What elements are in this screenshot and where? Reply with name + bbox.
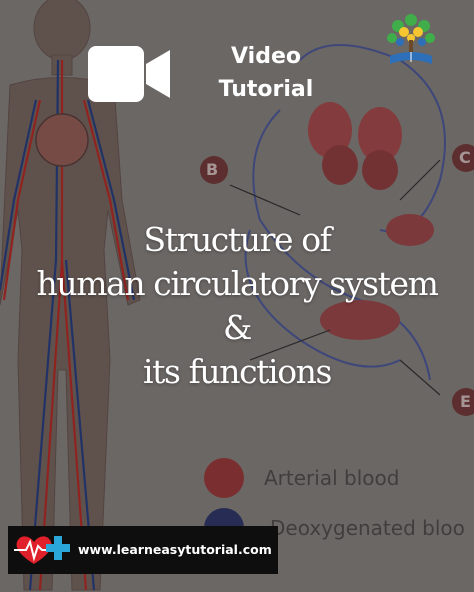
marker-e-label: E bbox=[460, 392, 471, 411]
human-body-figure bbox=[0, 0, 141, 591]
diagram-markers bbox=[200, 144, 474, 416]
heart-chambers bbox=[308, 102, 434, 340]
title-line2: human circulatory system bbox=[36, 264, 438, 303]
legend-arterial-text: Arterial blood bbox=[264, 466, 400, 490]
main-title: Structure of human circulatory system & … bbox=[0, 218, 474, 394]
video-tutorial-label: Video Tutorial bbox=[210, 40, 322, 106]
video-camera-icon bbox=[88, 46, 170, 102]
website-url-link[interactable]: www.learneasytutorial.com bbox=[78, 542, 272, 557]
heart-highlight bbox=[35, 113, 89, 167]
marker-c-label: C bbox=[459, 148, 471, 167]
title-line3: & bbox=[223, 308, 252, 347]
legend-deoxygenated-text: Deoxygenated bloo bbox=[270, 516, 465, 540]
heartbeat-logo bbox=[14, 536, 70, 564]
pointer-lines bbox=[229, 159, 441, 396]
marker-b-label: B bbox=[206, 160, 219, 179]
video-label-line1: Video bbox=[231, 44, 301, 69]
video-label-line2: Tutorial bbox=[218, 77, 314, 102]
title-line4: its functions bbox=[142, 352, 333, 391]
tree-book-logo bbox=[387, 14, 435, 64]
arterial-legend-swatch bbox=[204, 458, 244, 498]
footer-banner: www.learneasytutorial.com bbox=[8, 526, 278, 574]
title-line1: Structure of bbox=[143, 220, 332, 259]
